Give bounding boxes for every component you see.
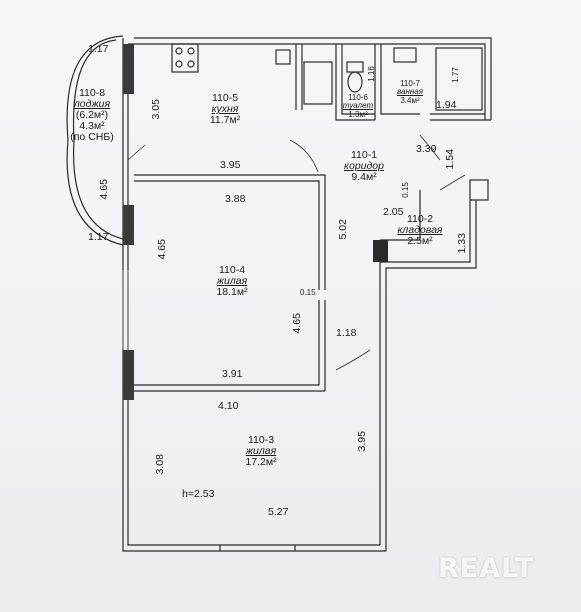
room-living2-name: жилая bbox=[245, 445, 277, 458]
room-balcony-note: (по СНБ) bbox=[70, 131, 114, 144]
dim-1-77: 1.77 bbox=[450, 67, 460, 83]
room-bath-id: 110-7 bbox=[400, 79, 420, 88]
room-storage-area: 2.5м² bbox=[407, 235, 433, 248]
dim-1-54: 1.54 bbox=[443, 149, 456, 170]
dim-1-18: 1.18 bbox=[336, 327, 357, 339]
dim-0-15-corridor: 0.15 bbox=[400, 182, 410, 198]
room-kitchen-area: 11.7м² bbox=[209, 114, 241, 127]
room-corridor-id: 110-1 bbox=[350, 149, 378, 161]
room-living1-id: 110-4 bbox=[218, 264, 246, 276]
dim-4-65-corridor: 4.65 bbox=[290, 313, 303, 334]
dim-5-27: 5.27 bbox=[268, 506, 289, 518]
room-balcony-label: 110-8 лоджия (6.2м²) 4.3м² (по СНБ) bbox=[62, 87, 122, 144]
room-storage-id: 110-2 bbox=[406, 213, 434, 225]
room-living2-label: 110-3 жилая 17.2м² bbox=[236, 434, 286, 469]
room-storage-label: 110-2 кладовая 2.5м² bbox=[394, 213, 446, 248]
room-living2-id: 110-3 bbox=[247, 434, 275, 446]
room-balcony-name: лоджия bbox=[73, 98, 111, 111]
room-toilet-id: 110-6 bbox=[348, 93, 368, 102]
dim-3-05: 3.05 bbox=[149, 99, 162, 120]
dim-1-33: 1.33 bbox=[455, 233, 468, 254]
dim-0-15-living: 0.15 bbox=[300, 288, 316, 297]
room-toilet-area: 1.3м² bbox=[348, 109, 368, 119]
dim-3-95-corridor: 3.95 bbox=[355, 431, 368, 452]
dim-4-10: 4.10 bbox=[218, 400, 239, 412]
room-living1-label: 110-4 жилая 18.1м² bbox=[207, 264, 257, 299]
room-corridor-label: 110-1 коридор 9.4м² bbox=[336, 149, 392, 184]
dim-1-17-top: 1.17 bbox=[88, 43, 109, 55]
dim-3-88: 3.88 bbox=[225, 193, 246, 205]
room-corridor-area: 9.4м² bbox=[351, 171, 377, 184]
dim-3-95-kitchen: 3.95 bbox=[220, 159, 241, 171]
ceiling-height: h=2.53 bbox=[182, 488, 215, 500]
room-storage-name: кладовая bbox=[397, 224, 443, 237]
dim-5-02: 5.02 bbox=[336, 219, 349, 240]
room-corridor-name: коридор bbox=[344, 160, 384, 173]
room-toilet-label: 110-6 туалет 1.3м² bbox=[338, 93, 378, 119]
dim-3-91: 3.91 bbox=[222, 368, 243, 380]
room-living2-area: 17.2м² bbox=[245, 456, 277, 469]
dim-1-16: 1.16 bbox=[366, 66, 376, 82]
realt-watermark: REALT bbox=[438, 553, 535, 584]
dim-4-65-balcony: 4.65 bbox=[97, 179, 110, 200]
room-kitchen-label: 110-5 кухня 11.7м² bbox=[200, 92, 250, 127]
dim-3-39: 3.39 bbox=[416, 143, 437, 155]
room-bath-label: 110-7 ванная 3.4м² bbox=[388, 79, 432, 105]
dim-2-05: 2.05 bbox=[383, 206, 404, 218]
room-bath-name: ванная bbox=[397, 87, 423, 97]
dim-1-17-bottom: 1.17 bbox=[88, 231, 109, 243]
room-toilet-name: туалет bbox=[342, 101, 374, 111]
dim-1-94: 1.94 bbox=[436, 99, 457, 111]
room-living1-name: жилая bbox=[216, 275, 248, 288]
room-living1-area: 18.1м² bbox=[216, 286, 248, 299]
room-kitchen-id: 110-5 bbox=[211, 92, 239, 104]
dim-4-65-living: 4.65 bbox=[155, 239, 168, 260]
room-balcony-id: 110-8 bbox=[78, 87, 106, 99]
room-kitchen-name: кухня bbox=[211, 103, 239, 116]
room-bath-area: 3.4м² bbox=[400, 95, 420, 105]
room-balcony-extra: (6.2м²) bbox=[75, 109, 109, 122]
room-balcony-area: 4.3м² bbox=[79, 120, 105, 133]
dim-3-08: 3.08 bbox=[153, 454, 166, 475]
